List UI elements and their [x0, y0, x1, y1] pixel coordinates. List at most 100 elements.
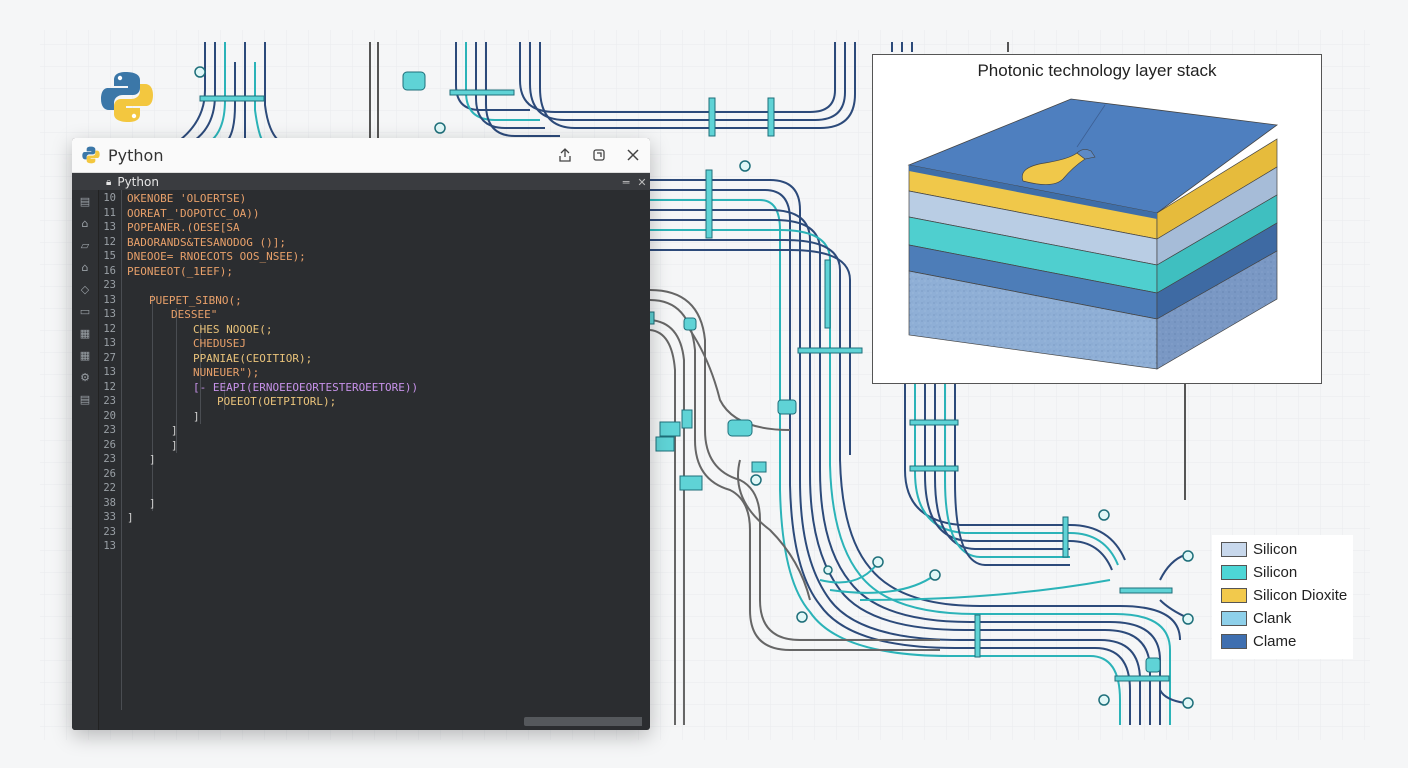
- line-number-gutter: 10 11 13 12 15 16 23 13 13 12 13 27 13 12 23 20 23 26 23 26…: [99, 190, 145, 712]
- code-line[interactable]: [- EEAPI(ERNOEEOEORTESTEROEETORE)): [193, 380, 419, 394]
- line-number: 23: [103, 424, 116, 436]
- line-number: 13: [103, 366, 116, 378]
- line-number: 13: [103, 308, 116, 320]
- inbox-icon[interactable]: ▱: [80, 238, 90, 252]
- code-line[interactable]: PUEPET_SIBNO(;: [149, 293, 242, 307]
- code-line[interactable]: ]: [127, 511, 134, 524]
- scroll-end-button[interactable]: [634, 717, 642, 726]
- indent-guide: [152, 293, 153, 511]
- code-line[interactable]: POEEOT(OETPITORL);: [217, 395, 337, 408]
- code-line[interactable]: DESSEE": [171, 308, 218, 321]
- line-number: 12: [103, 380, 116, 393]
- legend-label: Silicon: [1253, 541, 1298, 558]
- code-area[interactable]: OKENOBE 'OLOERTSE)OOREAT_'DOPOTCC_OA))PO…: [127, 190, 650, 712]
- code-line[interactable]: ]: [171, 424, 178, 437]
- legend-item: Silicon: [1221, 541, 1297, 558]
- close-button[interactable]: [616, 138, 650, 172]
- line-number: 26: [103, 467, 116, 480]
- python-small-icon: [82, 146, 100, 164]
- blocks-icon[interactable]: ▦: [79, 348, 91, 362]
- line-number: 22: [103, 482, 116, 494]
- line-number: 10: [103, 192, 116, 204]
- code-line[interactable]: ]: [193, 409, 200, 423]
- window-icon[interactable]: ▭: [79, 304, 91, 318]
- code-line[interactable]: PEONEEOT(_1EEF);: [127, 264, 233, 278]
- code-line[interactable]: OKENOBE 'OLOERTSE): [127, 192, 247, 205]
- editor-body: ▤ ⌂ ▱ ⌂ ◇ ▭ ▦ ▦ ⚙ ▤ 10 11 13 12 15 16 23 13 13 12 13 27 13 12 2…: [72, 190, 650, 730]
- window-title: Python: [108, 145, 164, 165]
- horizontal-scrollbar[interactable]: [524, 717, 636, 726]
- lock-icon: 🔒︎: [106, 176, 112, 188]
- indent-guide: [200, 322, 201, 424]
- code-line[interactable]: CHEDUSEJ: [193, 337, 246, 350]
- tag-icon[interactable]: ◇: [80, 282, 90, 296]
- line-number: 12: [103, 322, 116, 335]
- legend-item: Silicon Dioxite: [1221, 587, 1347, 604]
- window-titlebar: Python: [72, 138, 650, 173]
- line-number: 13: [103, 221, 116, 233]
- legend-item: Clame: [1221, 633, 1296, 650]
- line-number: 13: [103, 540, 116, 552]
- tab-close-icon[interactable]: ✕: [637, 175, 647, 189]
- editor-tab[interactable]: 🔒︎ Python ═ ✕: [72, 173, 650, 191]
- legend-item: Silicon: [1221, 564, 1297, 581]
- line-number: 12: [103, 235, 116, 248]
- house-icon[interactable]: ⌂: [81, 260, 89, 274]
- tab-label: Python: [117, 175, 159, 189]
- gutter-divider: [121, 190, 122, 710]
- indent-guide: [224, 380, 225, 410]
- code-line[interactable]: CHES NOOOE(;: [193, 322, 273, 336]
- line-number: 38: [103, 496, 116, 509]
- code-line[interactable]: BADORANDS&TESANODOG ()];: [127, 235, 286, 249]
- legend-swatch: [1221, 588, 1247, 603]
- close-icon: [627, 149, 639, 161]
- layer-stack-diagram: [907, 98, 1279, 370]
- explorer-icon[interactable]: ▤: [79, 194, 91, 208]
- activity-sidebar: ▤ ⌂ ▱ ⌂ ◇ ▭ ▦ ▦ ⚙ ▤: [72, 190, 99, 730]
- line-number: 23: [103, 279, 116, 291]
- code-line[interactable]: ]: [171, 438, 178, 452]
- code-line[interactable]: ]: [149, 453, 156, 466]
- legend-label: Clame: [1253, 633, 1297, 650]
- line-number: 23: [103, 525, 116, 538]
- line-number: 16: [103, 264, 116, 277]
- share-button[interactable]: [548, 138, 582, 172]
- line-number: 11: [103, 206, 116, 219]
- legend-swatch: [1221, 611, 1247, 626]
- tab-menu-icon[interactable]: ═: [622, 175, 630, 189]
- restore-icon: [593, 149, 605, 161]
- settings-icon[interactable]: ⚙: [80, 370, 90, 384]
- code-line[interactable]: POPEANER.(OESE[SA: [127, 221, 240, 234]
- line-number: 27: [103, 351, 116, 364]
- legend-label: Clank: [1253, 610, 1292, 627]
- code-line[interactable]: DNEOOE= RNOECOTS OOS_NSEE);: [127, 250, 306, 263]
- restore-button[interactable]: [582, 138, 616, 172]
- line-number: 26: [103, 438, 116, 451]
- share-icon: [559, 148, 571, 162]
- code-line[interactable]: OOREAT_'DOPOTCC_OA)): [127, 206, 260, 220]
- line-number: 33: [103, 511, 116, 523]
- python-ide-window: Python 🔒︎ Python ═ ✕ ▤ ⌂ ▱ ⌂ ◇ ▭ ▦ ▦ ⚙ ▤ 10 11 13 12…: [72, 138, 650, 730]
- line-number: 13: [103, 293, 116, 306]
- grid-icon[interactable]: ▦: [79, 326, 91, 340]
- legend-swatch: [1221, 542, 1247, 557]
- line-number: 23: [103, 395, 116, 407]
- indent-guide: [176, 308, 177, 453]
- legend-item: Clank: [1221, 610, 1291, 627]
- line-number: 23: [103, 453, 116, 465]
- code-line[interactable]: ]: [149, 496, 156, 510]
- layer-stack-panel: Photonic technology layer stack: [872, 54, 1322, 384]
- line-number: 13: [103, 337, 116, 349]
- panel-title: Photonic technology layer stack: [977, 61, 1217, 80]
- legend-swatch: [1221, 634, 1247, 649]
- line-number: 15: [103, 250, 116, 262]
- python-logo-icon: [101, 72, 153, 122]
- home-icon[interactable]: ⌂: [81, 216, 89, 230]
- code-line[interactable]: NUNEUER");: [193, 366, 260, 379]
- legend-label: Silicon: [1253, 564, 1298, 581]
- legend-swatch: [1221, 565, 1247, 580]
- line-number: 20: [103, 409, 116, 422]
- code-line[interactable]: PPANIAE(CEOITIOR);: [193, 351, 313, 365]
- layout-icon[interactable]: ▤: [79, 392, 91, 406]
